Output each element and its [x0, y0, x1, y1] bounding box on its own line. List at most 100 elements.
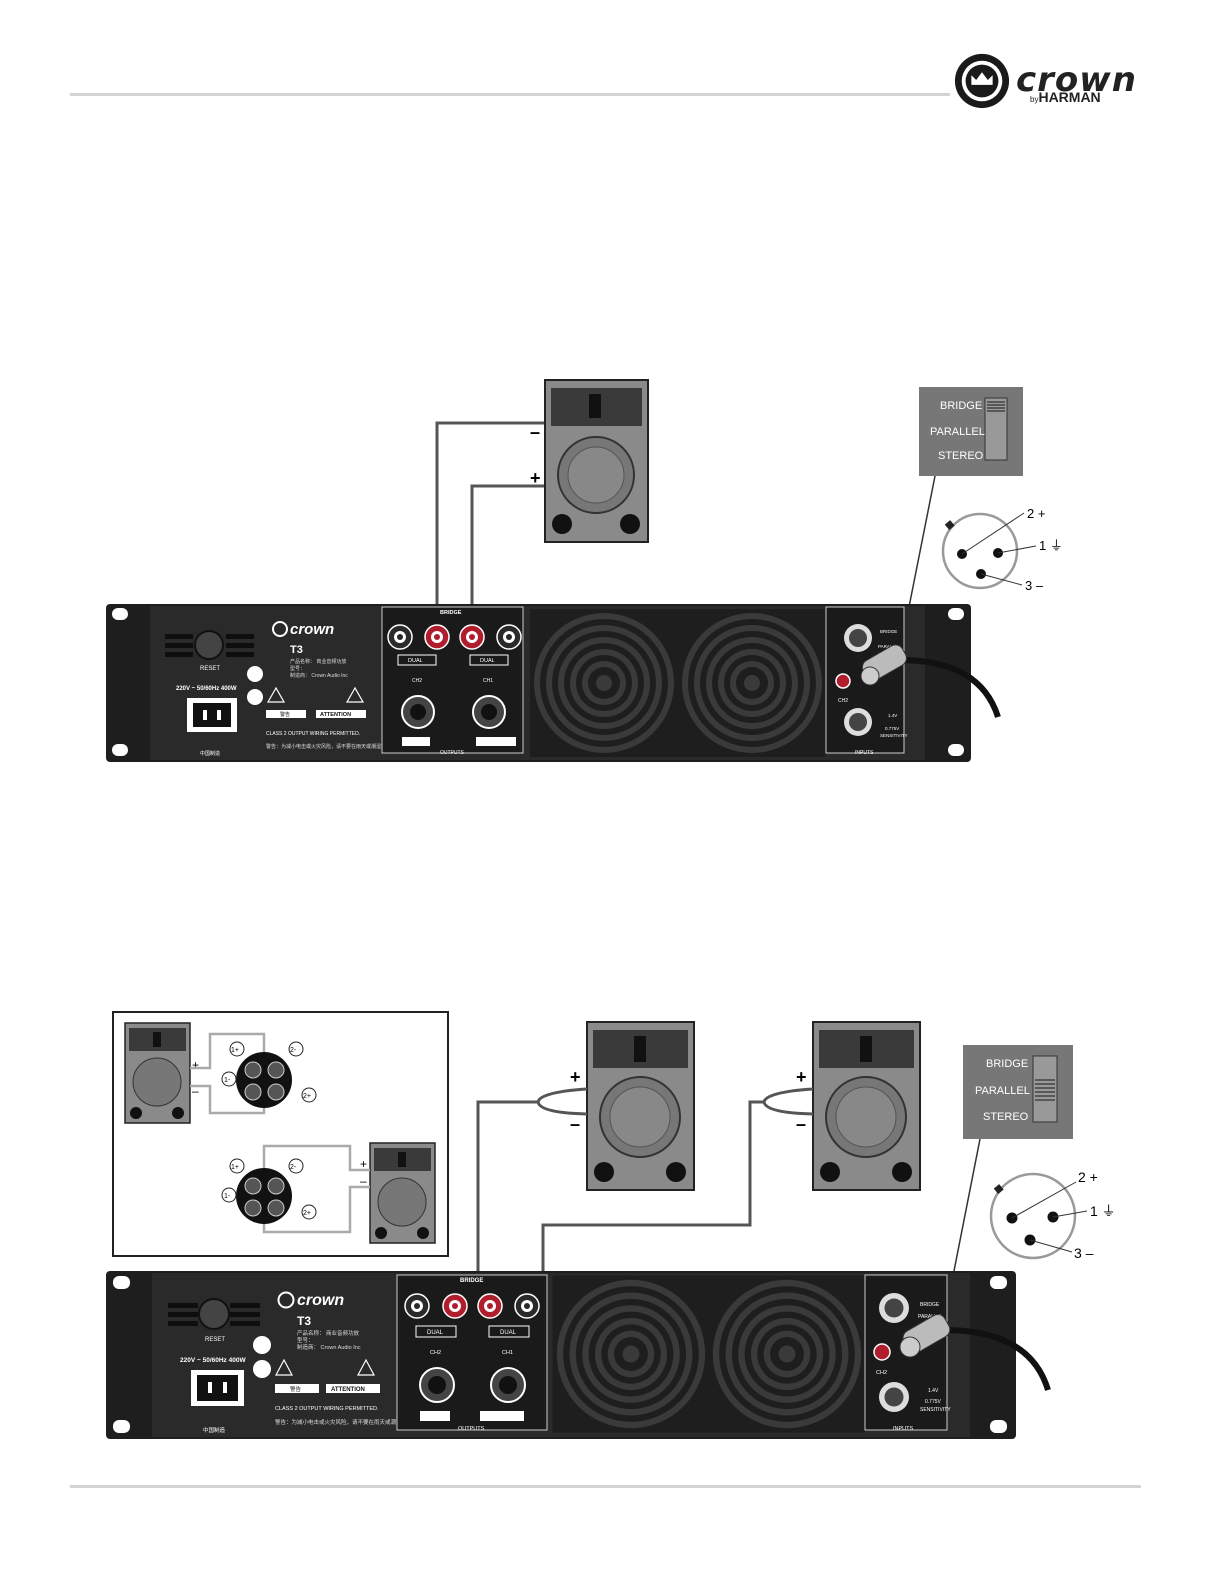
cn-warning: 警告：为减小电击或火灾风险，请不要在雨天或潮湿环境下使用。 — [266, 743, 411, 750]
header-rule — [70, 93, 950, 96]
sens2-label: 0.775V — [885, 726, 899, 731]
brand-byline: byHARMAN — [1030, 89, 1101, 105]
in-parallel-label: PARALLEL — [878, 644, 901, 649]
voltage-label-2: 220V ~ 50/60Hz 400W — [180, 1357, 246, 1364]
inputs-label: INPUTS — [855, 750, 874, 756]
cn-product: 产品名称： 商业音频功放 — [290, 658, 346, 665]
diagram-bridge-mode: – + BRIDGE PARALLEL STEREO — [106, 379, 1063, 762]
sp2-2m: 2- — [290, 1164, 297, 1171]
right-plus: + — [796, 1067, 807, 1087]
sp1-2m: 2- — [290, 1047, 297, 1054]
sp1-1p: 1+ — [231, 1047, 239, 1054]
amplifier-rear-panel: RESET 220V ~ 50/60Hz 400W 中国制造 crown T3 … — [106, 604, 1001, 762]
speaker-cabinet-left — [586, 1021, 695, 1191]
xlr-pin3-label: 3 – — [1025, 578, 1044, 593]
sp2-1m: 1- — [224, 1193, 231, 1200]
wire-minus — [435, 421, 545, 612]
sensitivity-label-2: SENSITIVITY — [920, 1407, 951, 1413]
sens2-label-2: 0.775V — [925, 1399, 942, 1405]
wire-plus — [470, 484, 545, 612]
amp-brand: crown — [290, 621, 334, 638]
xlr-plug — [860, 644, 1001, 718]
dual-ch2-label-2: DUAL — [427, 1330, 444, 1336]
left-minus: – — [570, 1114, 580, 1134]
cn-warning-2: 警告：为减小电击或火灾风险，请不要在雨天或潮湿环境下使用。 — [275, 1418, 435, 1426]
switch-bridge-label: BRIDGE — [940, 400, 982, 412]
in-bridge-label: BRIDGE — [880, 629, 897, 634]
amp-model: T3 — [290, 644, 303, 656]
amp-brand-2: crown — [297, 1292, 344, 1309]
inset-bottom-plus: + — [360, 1157, 367, 1171]
reset-label: RESET — [200, 666, 220, 672]
inset-top-plus: + — [192, 1058, 199, 1072]
bridge-label-2: BRIDGE — [460, 1278, 483, 1284]
switch2-parallel-label: PARALLEL — [975, 1085, 1030, 1097]
origin-label-2: 中国制造 — [203, 1426, 226, 1434]
in-ch2-label-2: CH2 — [876, 1370, 887, 1376]
warn-cn: 警告 — [280, 711, 290, 718]
reset-label-2: RESET — [205, 1337, 225, 1343]
diagram-parallel-mode: + – 1+ 1- 2- 2+ + – — [106, 1011, 1116, 1439]
out-ch2-label-2: CH2 — [430, 1350, 441, 1356]
xlr-pinout: 2 + 1 ⏚ 3 – — [941, 506, 1063, 593]
bridge-label: BRIDGE — [440, 610, 462, 616]
sensitivity-label: SENSITIVITY — [880, 733, 908, 738]
xlr2-pin1-label: 1 ⏚ — [1090, 1203, 1116, 1219]
sens1-label: 1.4V — [888, 713, 897, 718]
out-ch1-label-2: CH1 — [502, 1350, 513, 1356]
outputs-label: OUTPUTS — [440, 750, 465, 756]
speaker-cabinet — [544, 379, 649, 543]
cn-model: 型号： — [290, 665, 305, 672]
left-plus: + — [570, 1067, 581, 1087]
xlr-pinout-2: 2 + 1 ⏚ 3 – — [989, 1169, 1116, 1261]
in-bridge-label-2: BRIDGE — [920, 1302, 940, 1308]
switch2-stereo-label: STEREO — [983, 1111, 1029, 1123]
sp2-1p: 1+ — [231, 1164, 239, 1171]
speakon-wiring-inset: + – 1+ 1- 2- 2+ + – — [112, 1011, 449, 1257]
xlr-pin1-label: 1 ⏚ — [1039, 538, 1063, 553]
switch-stereo-label: STEREO — [938, 450, 984, 462]
warn-cn-2: 警告 — [290, 1385, 302, 1393]
polarity-plus-label: + — [530, 468, 541, 488]
dual-ch1-label: DUAL — [480, 658, 495, 664]
polarity-minus-label: – — [530, 422, 540, 442]
amplifier-rear-panel-2: RESET 220V ~ 50/60Hz 400W 中国制造 crown T3 … — [106, 1271, 1051, 1439]
inset-bottom-minus: – — [360, 1174, 367, 1188]
voltage-label: 220V ~ 50/60Hz 400W — [176, 686, 237, 692]
sens1-label-2: 1.4V — [928, 1388, 939, 1394]
class2-label: CLASS 2 OUTPUT WIRING PERMITTED. — [266, 731, 360, 737]
cn-product-2: 产品名称： 商业音频功放 — [297, 1329, 360, 1337]
dual-ch1-label-2: DUAL — [500, 1330, 517, 1336]
inset-top-minus: – — [192, 1084, 199, 1098]
dual-ch2-label: DUAL — [408, 658, 423, 664]
right-minus: – — [796, 1114, 806, 1134]
switch2-bridge-label: BRIDGE — [986, 1058, 1028, 1070]
crown-logo-icon — [954, 53, 1010, 109]
cn-maker: 制造商： Crown Audio Inc — [290, 672, 348, 679]
cn-model-2: 型号： — [297, 1336, 314, 1344]
out-ch1-label: CH1 — [483, 678, 493, 684]
mode-switch-2: BRIDGE PARALLEL STEREO — [952, 1045, 1073, 1277]
speaker-cabinet-right — [812, 1021, 921, 1191]
amp-model-2: T3 — [297, 1314, 311, 1328]
xlr2-pin3-label: 3 – — [1074, 1245, 1094, 1261]
footer-rule — [70, 1485, 1141, 1488]
xlr-pin2-label: 2 + — [1027, 506, 1045, 521]
outputs-label-2: OUTPUTS — [458, 1426, 485, 1432]
sp1-1m: 1- — [224, 1077, 231, 1084]
class2-label-2: CLASS 2 OUTPUT WIRING PERMITTED. — [275, 1406, 379, 1412]
origin-label: 中国制造 — [200, 750, 220, 757]
in-ch2-label: CH2 — [838, 698, 848, 704]
cn-maker-2: 制造商： Crown Audio Inc — [297, 1343, 361, 1351]
attention-label: ATTENTION — [320, 712, 351, 718]
switch-parallel-label: PARALLEL — [930, 426, 985, 438]
attention-label-2: ATTENTION — [331, 1387, 365, 1393]
xlr2-pin2-label: 2 + — [1078, 1169, 1098, 1185]
inputs-label-2: INPUTS — [893, 1426, 914, 1432]
out-ch2-label: CH2 — [412, 678, 422, 684]
xlr-plug-2 — [899, 1314, 1051, 1391]
mode-switch: BRIDGE PARALLEL STEREO — [907, 387, 1023, 613]
sp1-2p: 2+ — [303, 1093, 311, 1100]
brand-wordmark: crown — [1016, 60, 1137, 100]
